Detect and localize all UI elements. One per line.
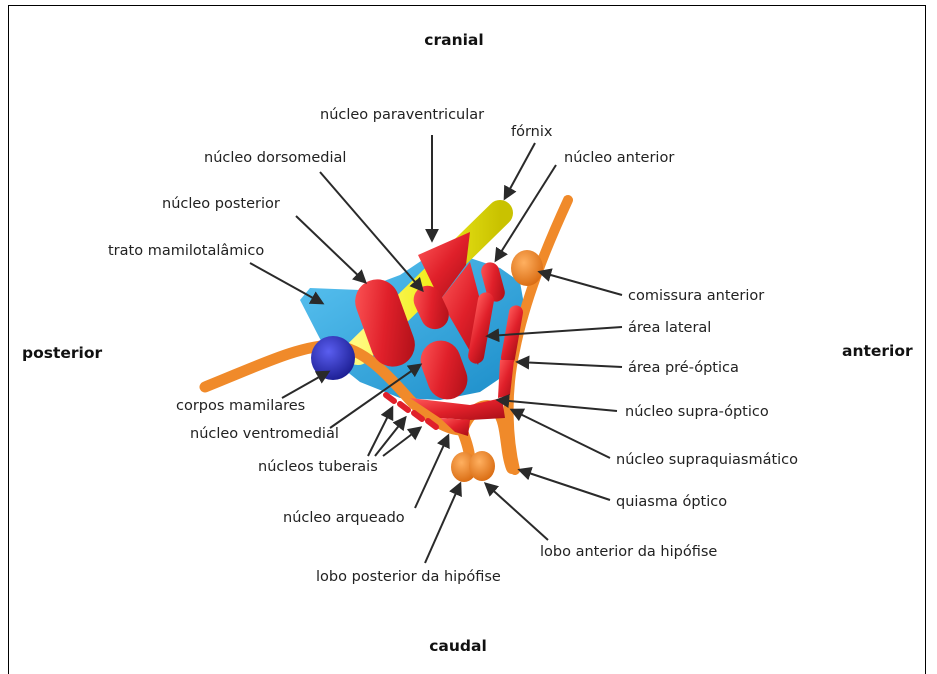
anterior-pituitary-shape — [469, 451, 495, 481]
direction-caudal: caudal — [429, 637, 487, 655]
label-mamillothalamic: trato mamilotalâmico — [108, 243, 264, 259]
direction-posterior: posterior — [22, 344, 102, 362]
mamillary-body-shape — [311, 336, 355, 380]
label-lateral-area: área lateral — [628, 320, 711, 336]
label-supraoptic: núcleo supra-óptico — [625, 404, 769, 420]
direction-anterior: anterior — [842, 342, 913, 360]
label-ventromedial: núcleo ventromedial — [190, 426, 339, 442]
label-anterior-commissure: comissura anterior — [628, 288, 764, 304]
label-anterior-nucleus: núcleo anterior — [564, 150, 674, 166]
label-fornix: fórnix — [511, 124, 553, 140]
label-anterior-pituitary: lobo anterior da hipófise — [540, 544, 717, 560]
label-preoptic-area: área pré-óptica — [628, 360, 739, 376]
anterior-commissure-ball — [511, 250, 543, 286]
label-mamillary-bodies: corpos mamilares — [176, 398, 305, 414]
label-paraventricular: núcleo paraventricular — [320, 107, 484, 123]
label-optic-chiasm: quiasma óptico — [616, 494, 727, 510]
label-posterior-nucleus: núcleo posterior — [162, 196, 280, 212]
label-suprachiasmatic: núcleo supraquiasmático — [616, 452, 798, 468]
label-tuberal: núcleos tuberais — [258, 459, 378, 475]
label-dorsomedial: núcleo dorsomedial — [204, 150, 346, 166]
label-posterior-pituitary: lobo posterior da hipófise — [316, 569, 501, 585]
direction-cranial: cranial — [424, 31, 483, 49]
label-arcuate: núcleo arqueado — [283, 510, 405, 526]
